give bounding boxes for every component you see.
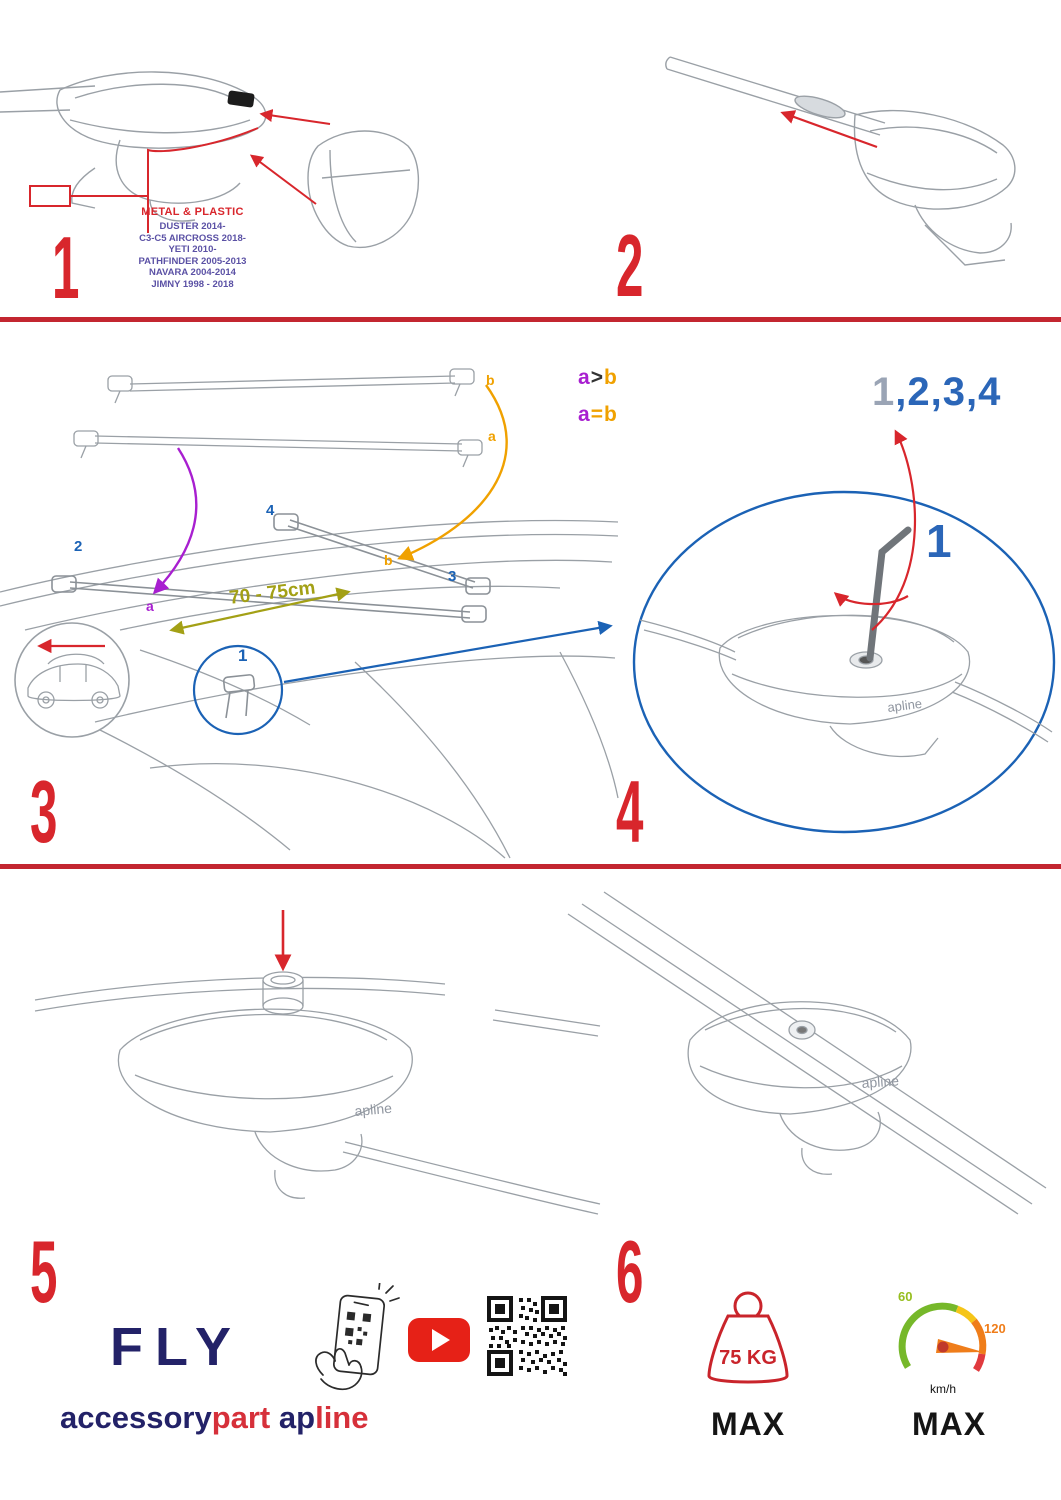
product-logo-on-clamp: apline [354,1100,393,1119]
brand-wordmark: accessorypart apline [60,1400,368,1436]
step5-knob-drawing: apline [34,910,601,1215]
weight-value: 75 KG [719,1347,777,1369]
brand-accessory: accessory [60,1400,212,1435]
speed-unit-label: km/h [930,1382,956,1396]
step4-callout-1: 1 [926,515,952,567]
tightening-sequence: 1,2,3,4 [872,370,1001,415]
guide-curves [152,384,613,736]
legend2-op: = [590,403,604,426]
step6-number: 6 [616,1222,644,1321]
model-item: C3-C5 AIRCROSS 2018- [139,232,246,244]
product-logo-on-clamp: apline [861,1072,900,1091]
model-item: JIMNY 1998 - 2018 [151,278,234,290]
brand-ap: ap [278,1400,316,1435]
compatibility-block: METAL & PLASTIC DUSTER 2014- C3-C5 AIRCR… [95,206,290,290]
speed-max-value: 120 [984,1321,1006,1336]
model-item: PATHFINDER 2005-2013 [138,255,247,267]
loose-bar-label-a: a [488,428,496,444]
allen-key [866,526,912,662]
sequence-first: 1 [872,370,896,414]
curve-label-a: a [146,598,154,614]
logo-patch [227,90,255,108]
step2-bar-drawing [665,56,1016,266]
clamp-knob-outline [34,971,601,1215]
section-divider [0,864,1061,869]
car-inset [14,622,130,738]
legend-a-eq-b: a=b [578,403,618,427]
circled-foot-label-1: 1 [238,646,248,665]
phone-scan-icon [315,1283,400,1391]
speed-min-label: 60 [898,1289,912,1304]
step5-number: 5 [30,1222,58,1321]
play-triangle-icon [432,1329,450,1351]
product-logo-on-clamp: apline [887,696,923,715]
car-roof-outline [0,519,619,859]
bar-outline [665,56,1016,266]
curve-label-b: b [384,552,393,568]
step4-arrows [833,429,917,631]
step2-number: 2 [616,216,644,315]
material-label: METAL & PLASTIC [141,206,244,218]
step3-number: 3 [30,762,58,861]
roof-bar-label-3: 3 [448,568,457,585]
legend1-a: a [578,366,591,389]
step2-arrow [780,110,878,149]
legend1-b: b [603,366,618,389]
brand-part: part [211,1400,271,1435]
size-legend: a>b a=b [578,366,618,427]
step1-clamp-drawing [0,71,420,248]
mounted-clamp-outline [567,891,1047,1215]
model-item: NAVARA 2004-2014 [149,267,236,278]
step4-detail-drawing: apline [632,429,1056,834]
model-list: DUSTER 2014- C3-C5 AIRCROSS 2018- YETI 2… [95,221,290,290]
brand-line: line [315,1400,369,1435]
roof-bar-label-2: 2 [74,538,83,555]
weight-icon: 75 KG [707,1291,789,1384]
zoom-ellipse [632,490,1056,834]
step1-number: 1 [52,218,80,317]
loose-bars [73,368,483,468]
sequence-rest: ,2,3,4 [895,370,1002,414]
legend2-a: a [578,403,591,426]
weight-max-label: MAX [710,1406,786,1442]
legend2-b: b [603,403,618,426]
clamp-detail-outline [639,614,1053,758]
model-item: YETI 2010- [168,244,217,255]
legend1-op: > [590,366,604,389]
step3-roof-drawing [0,368,619,859]
loose-bar-label-b: b [486,372,495,388]
speed-max-label: MAX [911,1406,987,1442]
section-divider [0,317,1061,322]
roof-bar-label-4: 4 [266,502,275,519]
speedometer-icon: 60 120 km/h [898,1289,1006,1396]
model-item: DUSTER 2014- [159,221,226,232]
step6-mounted-drawing: apline [567,891,1047,1215]
qr-code [487,1296,567,1376]
step1-arrows [29,109,331,233]
youtube-play-icon [408,1318,470,1362]
step4-number: 4 [616,762,644,861]
legend-a-gt-b: a>b [578,366,618,390]
product-name: FLY [110,1317,244,1377]
